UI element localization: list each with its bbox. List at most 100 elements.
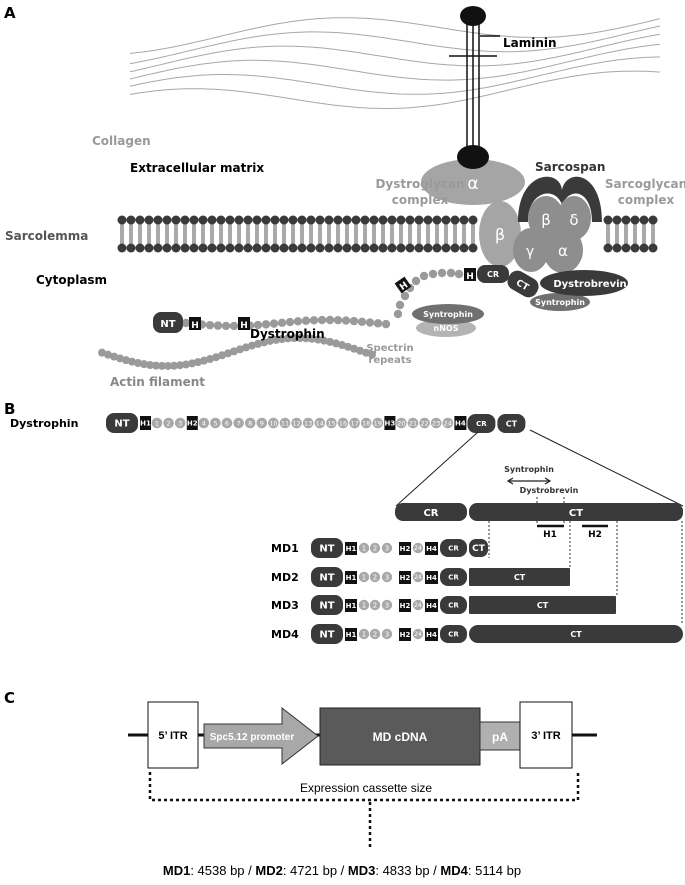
collagen-fiber: [129, 33, 661, 73]
hinge-4-label: H4: [426, 602, 437, 610]
actin-bead: [362, 348, 370, 357]
mini-label: MD1: [271, 542, 299, 555]
size-value: : 4538 bp /: [190, 863, 255, 878]
promoter-label: Spc5.12 promoter: [210, 732, 295, 743]
actin-bead: [140, 360, 148, 369]
spectrin-repeat: [221, 417, 233, 429]
alpha-dg-label: α: [467, 174, 478, 194]
size-mini-name: MD3: [348, 863, 375, 878]
lipid-head: [603, 215, 613, 225]
actin-bead: [122, 356, 130, 365]
spectrin-bead: [301, 316, 311, 325]
spectrin-bead: [253, 320, 263, 330]
lipid-head: [162, 215, 172, 225]
cr-domain-label: CR: [476, 420, 487, 428]
repeat-number: 1: [362, 545, 366, 553]
cr-domain: [467, 414, 496, 433]
spectrin-bead: [365, 318, 375, 327]
spectrin-bead: [213, 321, 223, 330]
actin-bead: [302, 334, 310, 343]
spectrin-bead: [395, 300, 405, 310]
lipid-head: [648, 243, 658, 253]
ecm-label: Extracellular matrix: [130, 161, 264, 175]
repeat-number: 24: [414, 545, 422, 552]
sarcolemma-bilayer: [117, 215, 658, 253]
cr-domain-label: CR: [448, 631, 459, 639]
cassette-sizes: MD1: 4538 bp / MD2: 4721 bp / MD3: 4833 …: [163, 863, 521, 878]
repeat-number: 14: [316, 419, 324, 427]
lipid-head: [432, 243, 442, 253]
cr-domain-label: CR: [448, 602, 459, 610]
lipid-head: [135, 243, 145, 253]
ct-domain-label: CT: [472, 544, 486, 554]
lipid-head: [153, 243, 163, 253]
spectrin-repeat: [348, 417, 361, 429]
nnos-label: nNOS: [434, 324, 459, 333]
repeat-number: 4: [202, 419, 206, 427]
repeat-number: 2: [373, 631, 377, 639]
cr-domain-label: CR: [448, 574, 459, 582]
ct-domain-label: CT: [506, 419, 518, 428]
collagen-fiber: [129, 56, 660, 95]
hinge-4: [454, 416, 467, 430]
lipid-head: [117, 215, 127, 225]
lipid-head: [162, 243, 172, 253]
spectrin-bead: [277, 318, 287, 328]
spectrin-bead: [309, 316, 319, 325]
repeat-number: 24: [414, 574, 422, 581]
itr5-label: 5’ ITR: [158, 730, 187, 742]
spectrin-bead: [229, 321, 239, 331]
repeat-number: 2: [373, 545, 377, 553]
repeat-number: 16: [339, 419, 347, 427]
lipid-head: [180, 243, 190, 253]
sarcospan-label: Sarcospan: [535, 160, 605, 174]
actin-bead: [134, 359, 142, 368]
repeat-number: 3: [385, 545, 389, 553]
spectrin-label: Spectrin: [366, 343, 413, 354]
actin-bead: [164, 361, 172, 370]
lipid-head: [306, 243, 316, 253]
actin-bead: [170, 361, 178, 370]
lipid-head: [378, 243, 388, 253]
sarcolemma-label: Sarcolemma: [5, 229, 88, 243]
hinge-4: [425, 571, 438, 584]
actin-bead: [110, 352, 118, 361]
lipid-head: [252, 215, 262, 225]
lipid-head: [126, 215, 136, 225]
spectrin-repeat: [412, 599, 424, 611]
hinge-2: [399, 542, 411, 555]
repeat-number: 3: [178, 419, 182, 427]
cr-domain-a: [477, 265, 509, 283]
lipid-head: [306, 215, 316, 225]
nt-label-a: NT: [160, 319, 175, 330]
actin-bead: [230, 347, 238, 356]
hinge-1-label: H1: [346, 602, 357, 610]
hinge-1-label: H1: [346, 631, 357, 639]
lipid-head: [459, 215, 469, 225]
actin-bead: [236, 345, 244, 354]
spectrin-repeat: [325, 417, 338, 429]
spectrin-repeat: [369, 571, 381, 583]
spectrin-bead: [411, 276, 421, 286]
lipid-head: [270, 215, 280, 225]
lipid-head: [405, 215, 415, 225]
hinge-label: H: [191, 321, 199, 331]
repeat-number: 6: [225, 419, 229, 427]
spectrin-bead: [393, 309, 403, 319]
repeat-number: 12: [292, 419, 300, 427]
spectrin-repeat: [267, 417, 280, 429]
lipid-head: [324, 243, 334, 253]
repeat-number: 1: [362, 574, 366, 582]
actin-bead: [272, 335, 280, 344]
hinge-label: H: [240, 321, 248, 331]
ct-h2-label: H2: [588, 530, 602, 540]
ct-domain: [497, 414, 526, 433]
hinge-4-label: H4: [426, 574, 437, 582]
spectrin-repeat: [407, 417, 419, 429]
lipid-head: [315, 243, 325, 253]
lipid-head: [333, 243, 343, 253]
actin-bead: [128, 357, 136, 366]
repeat-number: 2: [167, 419, 171, 427]
hinge-1: [140, 416, 151, 430]
